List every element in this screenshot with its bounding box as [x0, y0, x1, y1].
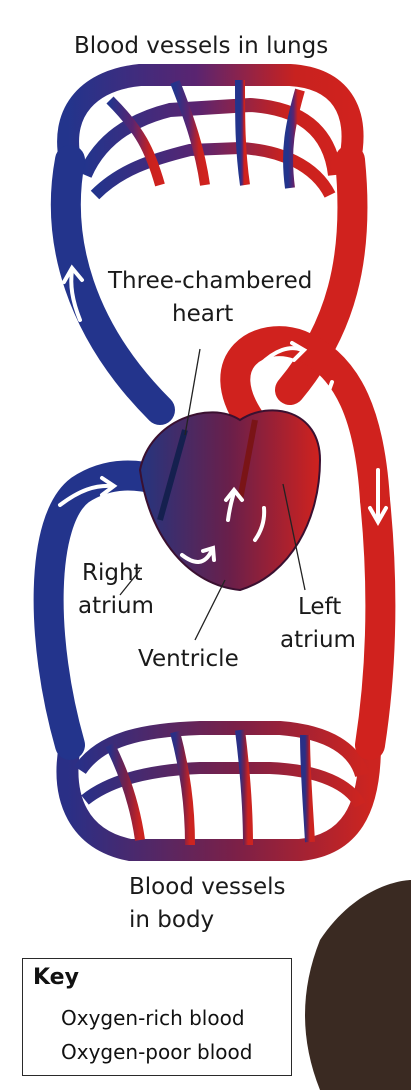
- key-label-oxygen-rich: Oxygen-rich blood: [61, 1006, 245, 1030]
- label-body-line1: Blood vessels: [129, 874, 285, 901]
- key-label-oxygen-poor: Oxygen-poor blood: [61, 1040, 252, 1064]
- label-ventricle: Ventricle: [138, 646, 239, 673]
- key-title: Key: [33, 965, 79, 990]
- label-right-atrium-line1: Right: [82, 560, 143, 587]
- label-right-atrium-line2: atrium: [78, 593, 154, 620]
- label-left-atrium-line1: Left: [298, 594, 341, 621]
- key-legend: Key Oxygen-rich blood Oxygen-poor blood: [22, 958, 292, 1076]
- key-item-oxygen-rich: Oxygen-rich blood: [33, 1005, 245, 1031]
- rock-decoration: [305, 880, 411, 1090]
- body-artery-red: [370, 500, 380, 745]
- body-capillary-network: [68, 728, 371, 850]
- label-lungs: Blood vessels in lungs: [74, 33, 328, 60]
- label-heart-line2: heart: [172, 301, 233, 328]
- label-body-line2: in body: [129, 907, 214, 934]
- key-item-oxygen-poor: Oxygen-poor blood: [33, 1039, 252, 1065]
- lung-capillary-network: [68, 75, 352, 195]
- label-heart-line1: Three-chambered: [108, 268, 312, 295]
- label-left-atrium-line2: atrium: [280, 627, 356, 654]
